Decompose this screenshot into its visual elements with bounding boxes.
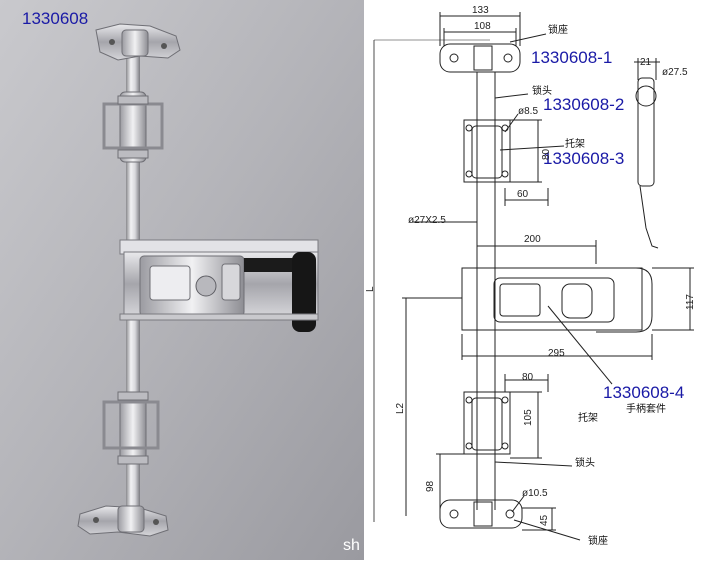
- bracket-top-label: 托架: [565, 139, 585, 150]
- lock-head-top-label: 锁头: [532, 86, 552, 97]
- bracket-bottom-label: 托架: [578, 413, 598, 424]
- drawing-linework: [373, 12, 694, 541]
- dim-295: 295: [548, 348, 565, 359]
- lock-seat-bottom-label: 锁座: [588, 536, 608, 547]
- dim-98: 98: [425, 480, 436, 492]
- dim-L: L: [365, 286, 376, 292]
- dim-200: 200: [524, 234, 541, 245]
- part-label-3: 1330608-3: [543, 149, 625, 168]
- dim-105: 105: [523, 409, 534, 426]
- footer-watermark-text: sh: [343, 537, 360, 554]
- dim-80-bottom: 80: [522, 372, 534, 383]
- dim-80-top: 80: [541, 148, 552, 160]
- product-photo: 1330608 sh: [0, 0, 364, 560]
- dim-60: 60: [517, 189, 529, 200]
- dim-8-5: ø8.5: [518, 106, 539, 117]
- handle-kit-label: 手柄套件: [626, 404, 666, 415]
- dim-27x2-5: ø27X2.5: [408, 215, 446, 226]
- lock-head-bottom-label: 锁头: [575, 458, 595, 469]
- part-label-4: 1330608-4: [603, 383, 685, 402]
- lock-seat-top-label: 锁座: [548, 25, 568, 36]
- dim-21: 21: [640, 57, 652, 68]
- dim-10-5: ø10.5: [522, 488, 548, 499]
- part-label-2: 1330608-2: [543, 95, 625, 114]
- dim-133: 133: [472, 5, 489, 16]
- lock-photo-illustration: [0, 0, 364, 560]
- dim-117: 117: [685, 294, 696, 310]
- dim-L2: L2: [395, 402, 406, 414]
- product-code-label: 1330608: [22, 9, 89, 28]
- dim-45: 45: [539, 514, 550, 526]
- dim-108: 108: [474, 21, 491, 32]
- dim-27-5: ø27.5: [662, 67, 688, 78]
- technical-drawing: 1330608-1 1330608-2 1330608-3 1330608-4 …: [364, 0, 718, 576]
- part-label-1: 1330608-1: [531, 48, 613, 67]
